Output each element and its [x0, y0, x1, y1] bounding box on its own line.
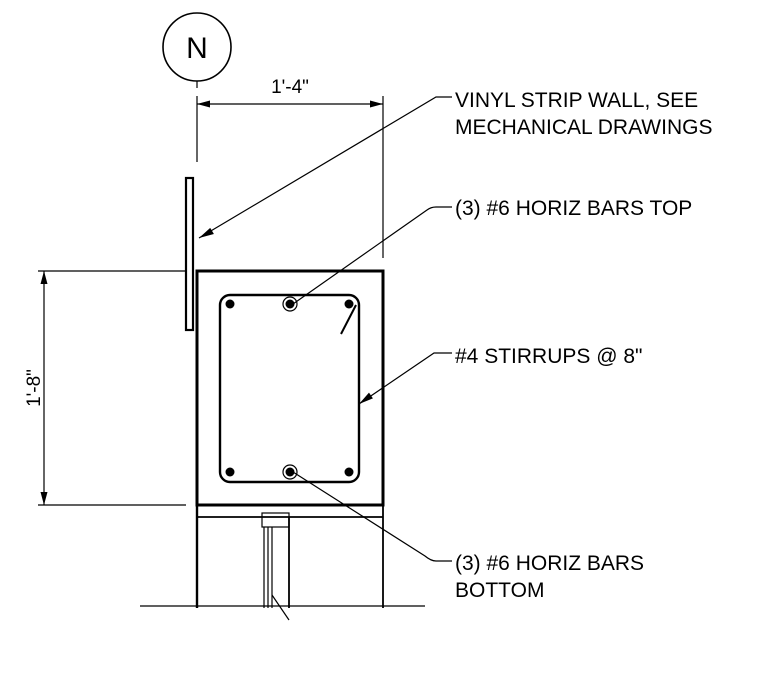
bottom-bar-center-ring: [282, 464, 298, 480]
embed-plate: [261, 512, 290, 528]
break-mark: [271, 594, 290, 621]
bottom-bar-left: [225, 467, 235, 477]
height-arrow-bottom: [40, 492, 48, 505]
leaders: [198, 96, 452, 562]
vinyl-wall-label-line2: MECHANICAL DRAWINGS: [455, 116, 712, 139]
vinyl-wall-leader-arrow: [199, 227, 214, 238]
vinyl-wall-label-line1: VINYL STRIP WALL, SEE: [455, 89, 698, 112]
width-arrow-left: [197, 100, 210, 108]
width-arrow-right: [370, 100, 383, 108]
grid-marker-label: N: [186, 32, 208, 65]
width-dimension-text: 1'-4": [271, 77, 309, 98]
stirrup-hook: [340, 304, 357, 335]
stirrups-label: #4 STIRRUPS @ 8": [455, 345, 643, 368]
top-bar-right: [344, 299, 354, 309]
callouts: VINYL STRIP WALL, SEE MECHANICAL DRAWING…: [455, 89, 712, 602]
top-bar-center-ring: [282, 296, 298, 312]
stirrups-leader: [358, 352, 452, 405]
bottom-bars-label-line1: (3) #6 HORIZ BARS: [455, 552, 644, 575]
concrete-beam: [195, 269, 385, 507]
stirrup: [218, 293, 361, 484]
top-bars-label: (3) #6 HORIZ BARS TOP: [455, 197, 692, 220]
top-bar-left: [225, 299, 235, 309]
top-bars-leader: [292, 206, 452, 305]
vinyl-strip-wall: [184, 176, 195, 332]
height-dimension-text: 1'-8": [24, 369, 45, 407]
vinyl-wall-leader: [198, 96, 452, 239]
bottom-bars-leader: [292, 471, 452, 562]
support-wall: [140, 505, 425, 621]
height-dimension: 1'-8": [24, 270, 186, 506]
grid-marker: N: [162, 12, 232, 88]
bottom-bars-label-line2: BOTTOM: [455, 579, 544, 602]
width-dimension: 1'-4": [196, 77, 384, 258]
stirrups-leader-arrow: [359, 392, 373, 404]
bottom-bar-center: [285, 467, 295, 477]
top-bar-center: [285, 299, 295, 309]
vinyl-strip-wall-element: [184, 176, 195, 332]
height-arrow-top: [40, 271, 48, 284]
bottom-bar-right: [344, 467, 354, 477]
